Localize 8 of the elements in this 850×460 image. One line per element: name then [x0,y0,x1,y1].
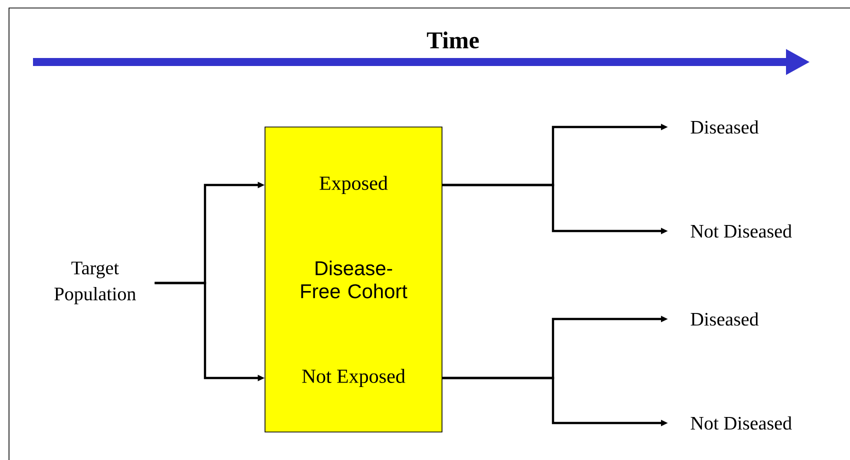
population-label: Target Population [54,262,136,304]
group-label: Exposed [320,176,388,194]
title: Time [426,32,479,48]
outcome-label: Diseased [690,312,759,326]
outcome-label: Diseased [690,120,759,134]
group-label: Not Exposed [302,368,406,388]
outcome-label: Not Diseased [690,416,792,430]
outcome-label: Not Diseased [690,224,792,238]
